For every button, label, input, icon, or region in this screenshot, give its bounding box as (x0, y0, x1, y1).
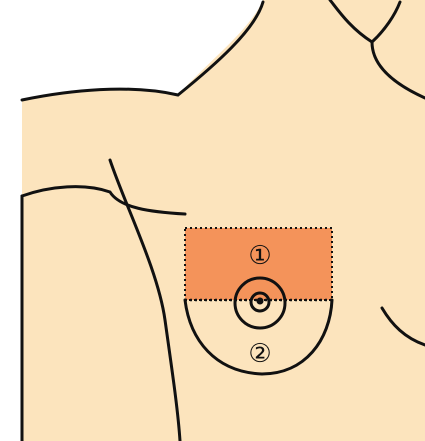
neck-shoulder-outline (20, 0, 265, 102)
armpit-outline (108, 158, 182, 441)
region-2-outline (183, 298, 334, 376)
arm-outline (20, 185, 187, 216)
nipple-dot (256, 297, 264, 305)
collarbone-outline (370, 40, 425, 100)
torso-silhouette (22, 0, 425, 441)
region-2-label: ② (248, 339, 271, 369)
region-1-label: ① (248, 241, 271, 271)
areola (233, 276, 287, 330)
region-1-area (184, 227, 333, 301)
right-breast-fold (380, 306, 425, 347)
nipple-ring (249, 291, 271, 313)
